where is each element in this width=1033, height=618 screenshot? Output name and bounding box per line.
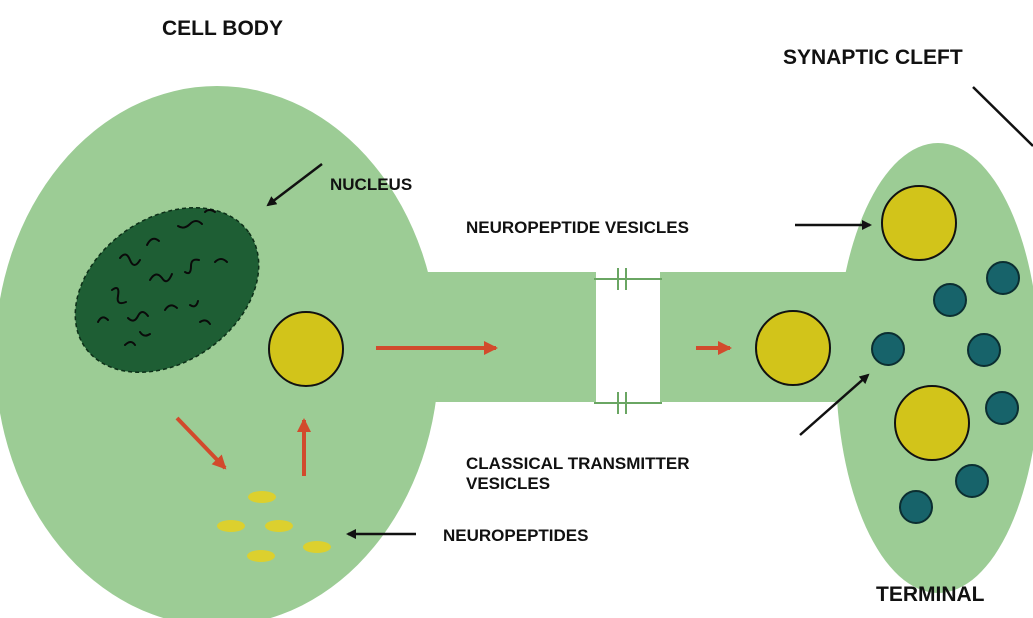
classical-vesicle [872,333,904,365]
neuropeptide-vesicle [895,386,969,460]
classical-vesicle [900,491,932,523]
synaptic-cleft-label: SYNAPTIC CLEFT [783,46,963,69]
neuropeptide [247,550,275,562]
neuropeptide [265,520,293,532]
classical-vesicle [987,262,1019,294]
terminal-label: TERMINAL [876,583,985,606]
classical-vesicle [934,284,966,316]
axon-break-marks [594,268,662,414]
neuropeptides-label: NEUROPEPTIDES [443,526,588,545]
classical-vesicle [956,465,988,497]
neuropeptide [303,541,331,553]
neuropeptide [217,520,245,532]
classical-transmitter-label-line1: CLASSICAL TRANSMITTER [466,454,690,473]
synaptic-cleft-pointer-line [973,87,1033,146]
neuropeptide-vesicle [756,311,830,385]
neuropeptide-vesicle [269,312,343,386]
neuropeptide-vesicles-label: NEUROPEPTIDE VESICLES [466,218,689,237]
nucleus-label: NUCLEUS [330,175,412,194]
cell-body [0,86,439,618]
classical-transmitter-label-line2: VESICLES [466,474,550,493]
classical-vesicle [968,334,1000,366]
neuropeptide [248,491,276,503]
neuropeptide-vesicle [882,186,956,260]
cell-body-label: CELL BODY [162,17,283,40]
classical-vesicle [986,392,1018,424]
